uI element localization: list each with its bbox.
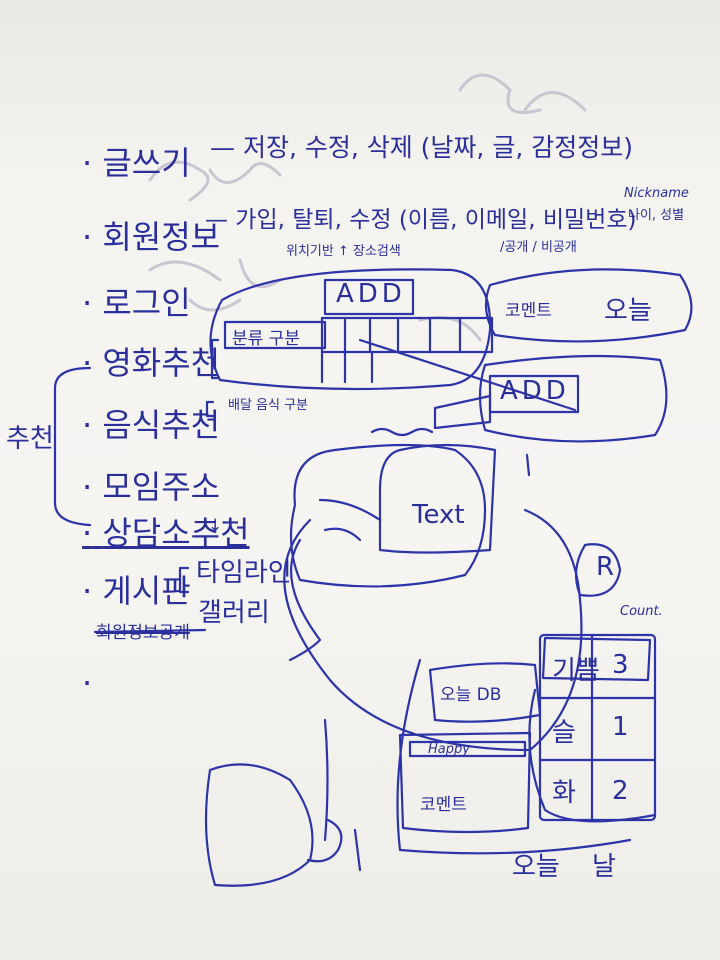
board-option-gallery: 갤러리 — [198, 598, 270, 628]
tab-row — [320, 316, 494, 354]
bottom-right-label: 날 — [592, 852, 616, 882]
menu-item-counsel: · 상담소추천 — [82, 514, 250, 552]
grid-row-1-mood: 기쁨 — [552, 656, 600, 686]
wavy-mark — [370, 427, 434, 437]
menu-item-write: · 글쓰기 — [82, 144, 191, 182]
r-button-outline — [574, 543, 622, 597]
timeline-card — [398, 731, 532, 834]
menu-item-member: · 회원정보 — [82, 218, 221, 256]
timeline-today-label: 오늘 DB — [440, 685, 502, 705]
nickname-note: Nickname — [624, 186, 689, 201]
counsel-arrow: ↓ — [208, 516, 223, 536]
grid-row-3-mood: 화 — [552, 778, 576, 808]
board-option-timeline: 타임라인 — [196, 558, 292, 588]
text-box-label: Text — [412, 500, 465, 530]
board-bracket — [178, 566, 190, 594]
trailing-bullet: · — [82, 664, 93, 702]
mood-card-top — [484, 268, 693, 343]
menu-item-food: · 음식추천 — [82, 406, 221, 444]
menu-item-member-detail: — 가입, 탈퇴, 수정 (이름, 이메일, 비밀번호) — [205, 207, 637, 233]
timeline-comment-label: 코멘트 — [420, 795, 467, 815]
timeline-inner-label: Happy — [428, 742, 470, 757]
top-sketch-frame — [209, 268, 492, 391]
menu-item-movie: · 영화추천 — [82, 344, 221, 382]
movie-detail: 분류 구분 — [232, 329, 300, 349]
outer-round-frame — [283, 508, 583, 752]
icon-label-top: 코멘트 — [505, 301, 552, 321]
menu-item-write-detail: — 저장, 수정, 삭제 (날짜, 글, 감정정보) — [210, 133, 633, 162]
today-db-box — [428, 662, 542, 723]
mood-count-grid — [538, 633, 657, 822]
movie-label-box — [223, 320, 327, 350]
recommend-bracket — [53, 366, 92, 527]
recommend-group-label: 추천 — [6, 424, 54, 454]
menu-item-board: · 게시판 — [82, 572, 191, 610]
crossed-out-item: 회원정보공개 — [96, 623, 190, 643]
add-label-top: ADD — [336, 279, 406, 309]
food-bracket — [205, 400, 215, 418]
grid-row-2-count: 1 — [612, 712, 629, 742]
add-box-mid — [488, 374, 580, 414]
connector-line — [358, 338, 577, 412]
count-label: Count. — [620, 604, 663, 619]
grid-row-2-mood: 슬 — [552, 718, 576, 748]
grid-row-1-count: 3 — [612, 650, 629, 680]
menu-item-login: · 로그인 — [82, 284, 191, 322]
phone-sketch-left — [204, 763, 314, 887]
mood-label-top: 오늘 — [604, 296, 652, 326]
location-note: 위치기반 ↑ 장소검색 — [286, 244, 401, 259]
add-label-mid: ADD — [500, 376, 570, 406]
menu-item-meeting: · 모임주소 — [82, 468, 221, 506]
food-detail: 배달 음식 구분 — [228, 398, 309, 413]
r-button-label: R — [596, 552, 615, 582]
public-private-note: /공개 / 비공개 — [500, 240, 577, 255]
nickname-sub-note: 나이, 성별 — [628, 208, 685, 223]
bottom-left-label: 오늘 — [512, 852, 560, 882]
crossed-line — [93, 628, 207, 634]
text-area-blob — [289, 443, 487, 588]
grid-row-3-count: 2 — [612, 776, 629, 806]
add-box-top — [323, 278, 415, 316]
